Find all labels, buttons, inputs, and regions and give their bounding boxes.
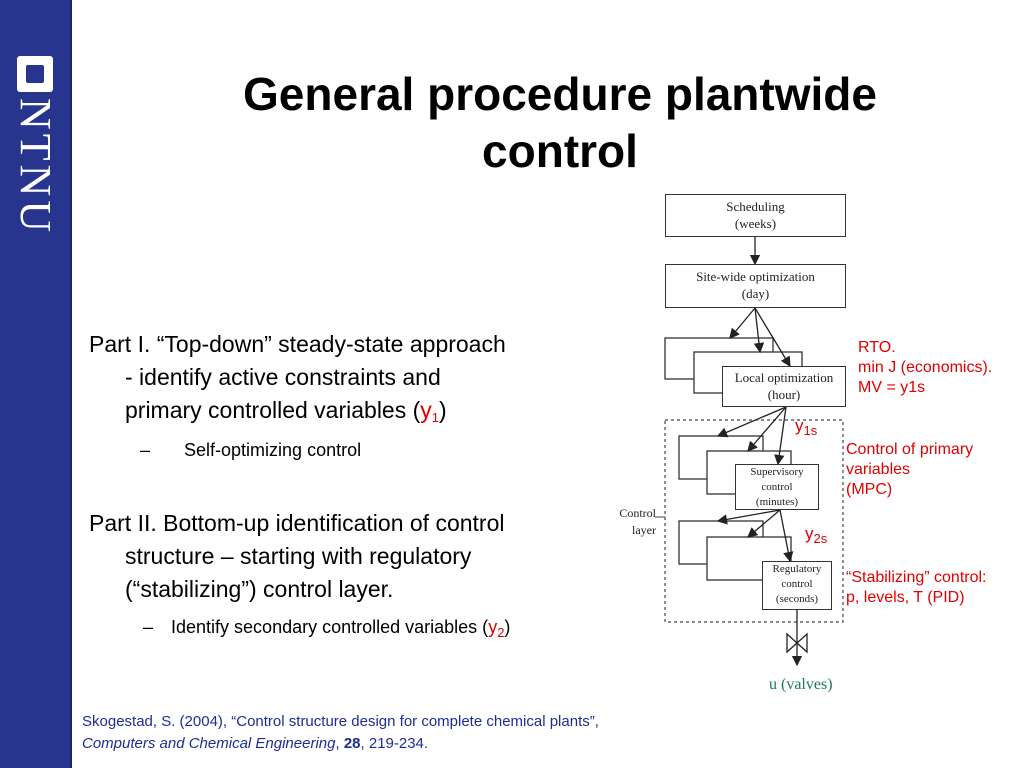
pid-annotation: “Stabilizing” control: p, levels, T (PID… xyxy=(846,569,987,606)
arrow-supervisory-regulatory-2 xyxy=(747,509,781,538)
part-2-line-1: Part II. Bottom-up identification of con… xyxy=(89,510,505,536)
arrow-sitewide-local-2 xyxy=(753,307,765,354)
rto-annotation: RTO. min J (economics). MV = y1s xyxy=(858,339,993,396)
part-1-bullet: –Self-optimizing control xyxy=(140,440,362,460)
arrow-sitewide-local-1 xyxy=(729,307,756,339)
ntnu-logo-icon xyxy=(17,56,53,92)
arrow-local-supervisory-3 xyxy=(774,406,787,466)
y2s-label: y2s xyxy=(805,524,828,546)
sidebar: NTNU xyxy=(0,0,72,768)
y1s-label: y1s xyxy=(795,416,818,438)
local-optimization-box: Local optimization (hour) xyxy=(722,366,846,407)
part-2-text: Part II. Bottom-up identification of con… xyxy=(89,507,504,606)
part-1-line-2: - identify active constraints and xyxy=(125,364,441,390)
arrow-sitewide-local-3 xyxy=(754,307,791,368)
valve-icon xyxy=(786,632,808,654)
citation-line-2: Computers and Chemical Engineering, 28, … xyxy=(82,735,429,752)
mpc-annotation: Control of primary variables (MPC) xyxy=(846,441,974,498)
regulatory-control-box: Regulatory control (seconds) xyxy=(762,561,832,610)
control-layer-frame xyxy=(664,419,844,623)
title-line-1: General procedure plantwide xyxy=(243,68,877,120)
control-layer-label: Control layer xyxy=(619,506,656,537)
scheduling-box: Scheduling (weeks) xyxy=(665,194,846,237)
part-1-text: Part I. “Top-down” steady-state approach… xyxy=(89,328,506,434)
citation-line-1: Skogestad, S. (2004), “Control structure… xyxy=(82,713,599,730)
slide-title: General procedure plantwide control xyxy=(120,66,1000,180)
arrow-local-supervisory-2 xyxy=(747,406,787,452)
arrow-local-supervisory-1 xyxy=(716,406,787,438)
citation: Skogestad, S. (2004), “Control structure… xyxy=(82,711,599,755)
part-2-line-2: structure – starting with regulatory xyxy=(125,543,472,569)
title-line-2: control xyxy=(482,125,638,177)
part-1-line-1: Part I. “Top-down” steady-state approach xyxy=(89,331,506,357)
sitewide-optimization-box: Site-wide optimization (day) xyxy=(665,264,846,308)
supervisory-control-box: Supervisory control (minutes) xyxy=(735,464,819,510)
part-2-bullet: –Identify secondary controlled variables… xyxy=(143,617,511,640)
arrow-supervisory-regulatory-3 xyxy=(779,509,794,563)
u-valves-label: u (valves) xyxy=(769,676,833,693)
arrow-supervisory-regulatory-1 xyxy=(716,509,781,525)
part-2-line-3: (“stabilizing”) control layer. xyxy=(125,576,394,602)
part-1-line-3: primary controlled variables (y1) xyxy=(125,397,447,425)
